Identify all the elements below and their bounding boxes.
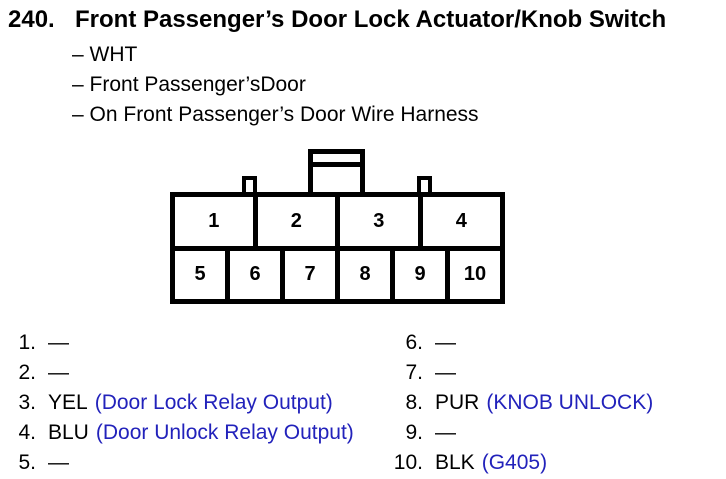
pin-number: 8.: [405, 391, 423, 414]
connector-right-tab: [417, 176, 432, 192]
pin-number: 3.: [18, 391, 36, 414]
pin-number: 2.: [18, 361, 36, 384]
page-title: 240. Front Passenger’s Door Lock Actuato…: [0, 6, 726, 36]
pin-row-6: 6. —: [385, 328, 653, 358]
pin-note: (KNOB UNLOCK): [486, 391, 654, 414]
item-title: Front Passenger’s Door Lock Actuator/Kno…: [75, 6, 667, 33]
pin-wire-color: —: [48, 451, 69, 474]
connector-diagram: 1 2 3 4 5 6 7 8 9 10: [170, 149, 505, 304]
pin-wire-color: BLK: [435, 451, 475, 474]
pin-list-right: 6. — 7. — 8. PUR (KNOB UNLOCK) 9. — 10. …: [385, 328, 653, 478]
connector-body: 1 2 3 4 5 6 7 8 9 10: [170, 192, 505, 304]
item-number: 240.: [8, 6, 55, 33]
connector-bottom-row: 5 6 7 8 9 10: [175, 250, 500, 299]
connector-pin-cell-6: 6: [230, 250, 285, 299]
pin-note: (Door Unlock Relay Output): [95, 421, 354, 444]
pin-note: (G405): [481, 451, 548, 474]
pin-wire-color: PUR: [435, 391, 480, 414]
pin-row-5: 5. —: [8, 448, 354, 478]
pin-row-4: 4. BLU (Door Unlock Relay Output): [8, 418, 354, 448]
pin-wire-color: —: [435, 331, 456, 354]
pin-wire-color: YEL: [48, 391, 88, 414]
pin-row-7: 7. —: [385, 358, 653, 388]
connector-pin-cell-1: 1: [175, 197, 258, 246]
connector-pin-cell-2: 2: [258, 197, 340, 246]
connector-latch-inner-line: [313, 154, 360, 167]
pin-row-9: 9. —: [385, 418, 653, 448]
connector-pin-cell-5: 5: [175, 250, 230, 299]
pin-wire-color: —: [48, 331, 69, 354]
pin-row-8: 8. PUR (KNOB UNLOCK): [385, 388, 653, 418]
pin-wire-color: —: [435, 421, 456, 444]
pin-wire-color: —: [435, 361, 456, 384]
detail-connector-color: – WHT: [72, 43, 138, 66]
connector-pin-cell-4: 4: [455, 209, 467, 232]
connector-pin-cell-9: 9: [395, 250, 450, 299]
pin-row-2: 2. —: [8, 358, 354, 388]
pin-row-10: 10. BLK (G405): [385, 448, 653, 478]
connector-latch-tab: [308, 149, 365, 192]
pin-row-3: 3. YEL (Door Lock Relay Output): [8, 388, 354, 418]
pin-number: 4.: [18, 421, 36, 444]
pin-number: 6.: [405, 331, 423, 354]
pin-number: 1.: [18, 331, 36, 354]
connector-pin-cell-7: 7: [285, 250, 340, 299]
connector-top-row: 1 2 3 4: [175, 197, 500, 251]
pin-number: 5.: [18, 451, 36, 474]
pin-number: 9.: [405, 421, 423, 444]
pin-list-left: 1. — 2. — 3. YEL (Door Lock Relay Output…: [8, 328, 354, 478]
pin-wire-color: BLU: [48, 421, 89, 444]
connector-pin-cell-10: 10: [463, 263, 487, 286]
detail-location: – Front Passenger’sDoor: [72, 73, 306, 96]
connector-left-tab: [242, 176, 257, 192]
pin-number: 10.: [393, 451, 423, 474]
pin-number: 7.: [405, 361, 423, 384]
pin-wire-color: —: [48, 361, 69, 384]
connector-details-list: – WHT – Front Passenger’sDoor – On Front…: [72, 40, 479, 130]
connector-pin-cell-8: 8: [340, 250, 395, 299]
pin-row-1: 1. —: [8, 328, 354, 358]
connector-pin-cell-3: 3: [340, 197, 423, 246]
pin-note: (Door Lock Relay Output): [94, 391, 333, 414]
detail-harness: – On Front Passenger’s Door Wire Harness: [72, 103, 479, 126]
